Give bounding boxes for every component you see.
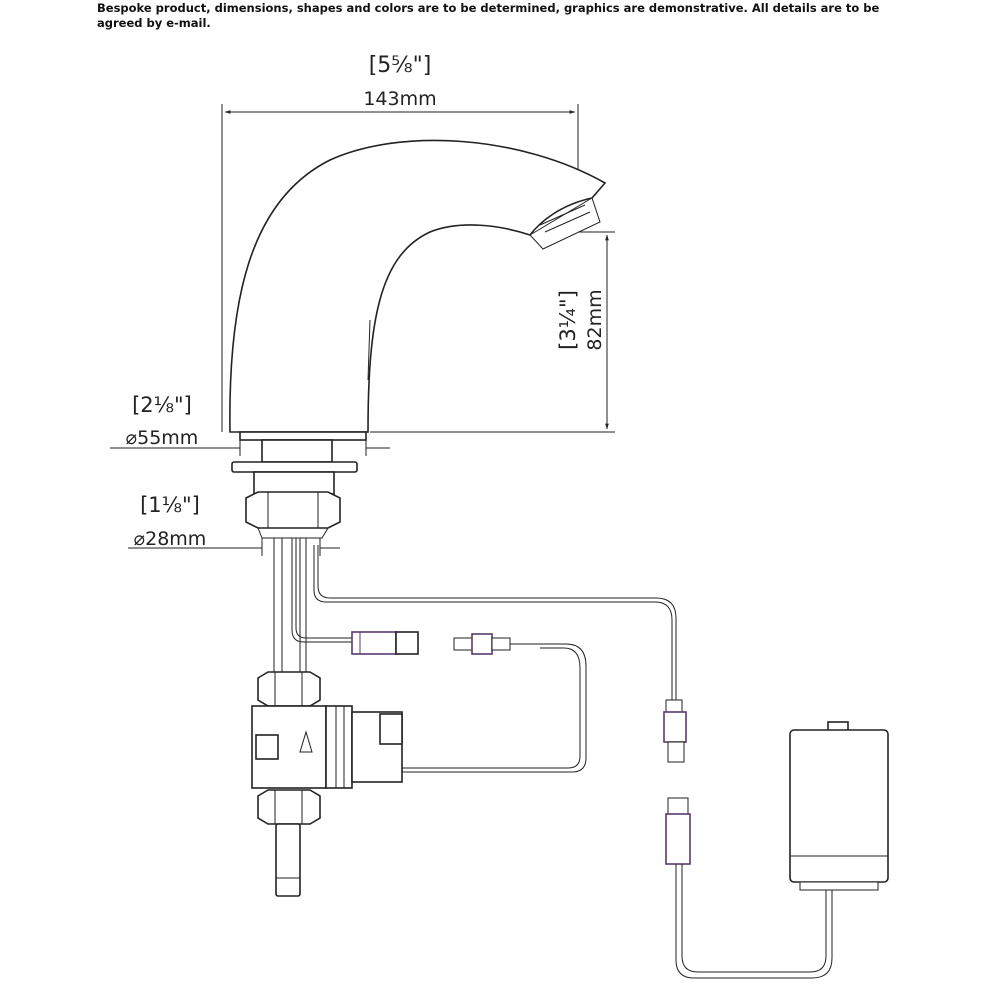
battery-cable [675,864,833,979]
shank-diameter-dimension: [1⅛"] ⌀28mm [128,493,340,556]
battery-plug-female [665,797,691,865]
height-metric-label: 82mm [584,289,606,350]
width-fraction-label: [5⅝"] [369,53,432,78]
shank-fraction-label: [1⅛"] [140,493,200,517]
supply-lines [273,538,307,676]
disclaimer-text: Bespoke product, dimensions, shapes and … [97,1,880,30]
connector-male [453,633,560,655]
shank-metric-label: ⌀28mm [134,528,207,550]
base-diameter-dimension: [2⅛"] ⌀55mm [110,393,390,456]
faucet-base [231,431,367,495]
battery-plug-male [663,699,687,763]
base-fraction-label: [2⅛"] [132,393,192,417]
height-dimension: [3¼"] 82mm [370,231,615,433]
width-metric-label: 143mm [363,88,436,110]
power-cable [313,545,677,700]
connector-female [351,631,419,655]
battery-box [789,721,889,891]
height-fraction-label: [3¼"] [556,290,580,350]
solenoid-valve [251,671,403,897]
faucet-spout [229,139,607,433]
lock-nut [245,491,341,539]
solenoid-cable [400,643,587,773]
base-metric-label: ⌀55mm [126,427,199,449]
sensor-cable [291,538,352,643]
